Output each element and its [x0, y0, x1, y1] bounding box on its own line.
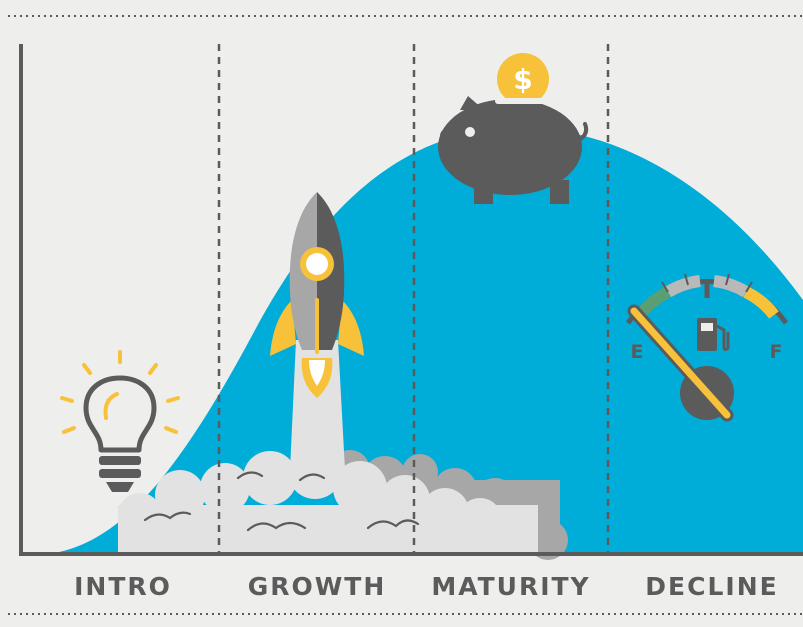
coin-icon: $ — [497, 53, 549, 105]
life-cycle-curve — [55, 127, 803, 553]
fuel-gauge-icon: E F — [625, 273, 789, 422]
rocket-smoke — [118, 340, 568, 560]
svg-text:$: $ — [513, 63, 532, 96]
fuel-pump-icon — [697, 318, 730, 352]
svg-text:F: F — [770, 341, 783, 363]
stage-label-growth: GROWTH — [248, 572, 387, 601]
stage-dividers — [217, 44, 610, 553]
rocket-icon — [270, 192, 364, 398]
stage-label-decline: DECLINE — [645, 572, 778, 601]
svg-text:E: E — [631, 341, 644, 363]
stage-label-intro: INTRO — [74, 572, 172, 601]
piggy-bank-icon: $ — [438, 53, 589, 204]
lightbulb-icon — [60, 350, 180, 492]
stage-label-maturity: MATURITY — [431, 572, 590, 601]
